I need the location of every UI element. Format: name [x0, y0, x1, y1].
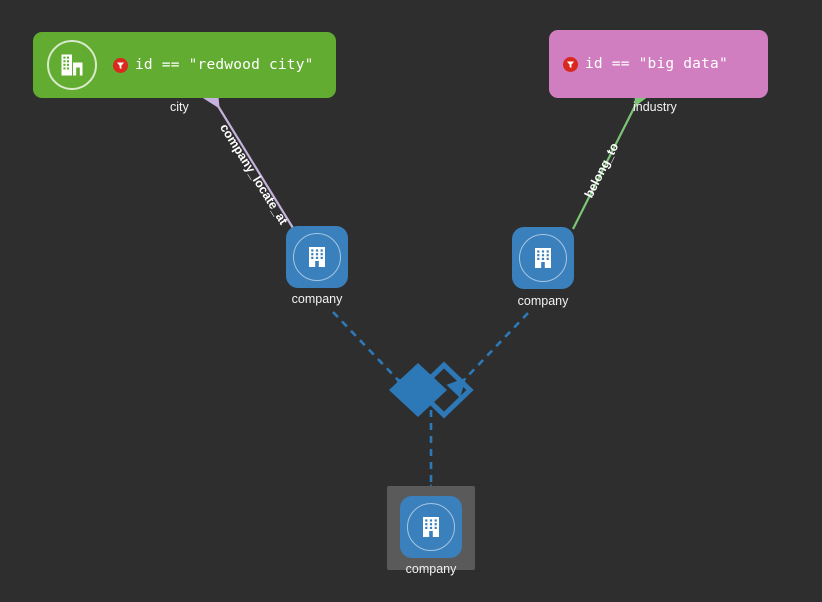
node-label-company-left: company	[291, 292, 343, 306]
edge-label-company-locate-at: company_locate_at	[217, 121, 291, 228]
port-label-industry: industry	[633, 100, 677, 114]
entity-node-company-left[interactable]	[286, 226, 348, 288]
company-building-icon	[407, 503, 455, 551]
filter-expression-city: id == "redwood city"	[113, 57, 314, 73]
filter-funnel-icon	[113, 57, 128, 73]
city-building-icon	[47, 40, 97, 90]
port-label-city: city	[170, 100, 189, 114]
entity-node-company-result[interactable]	[400, 496, 462, 558]
company-building-icon	[519, 234, 567, 282]
filter-expression-industry-text: id == "big data"	[585, 56, 728, 72]
entity-node-company-right[interactable]	[512, 227, 574, 289]
join-operator[interactable]	[389, 361, 474, 419]
edge-join-right[interactable]	[446, 312, 529, 398]
company-building-icon	[293, 233, 341, 281]
filter-node-industry[interactable]: id == "big data"	[549, 30, 768, 98]
filter-expression-city-text: id == "redwood city"	[135, 57, 314, 73]
filter-expression-industry: id == "big data"	[563, 56, 728, 72]
edge-label-belong-to: belong_to	[581, 140, 622, 201]
node-label-company-result: company	[405, 562, 457, 576]
filter-funnel-icon	[563, 56, 578, 72]
edge-join-left[interactable]	[332, 311, 416, 398]
filter-node-city[interactable]: id == "redwood city"	[33, 32, 336, 98]
node-label-company-right: company	[517, 294, 569, 308]
